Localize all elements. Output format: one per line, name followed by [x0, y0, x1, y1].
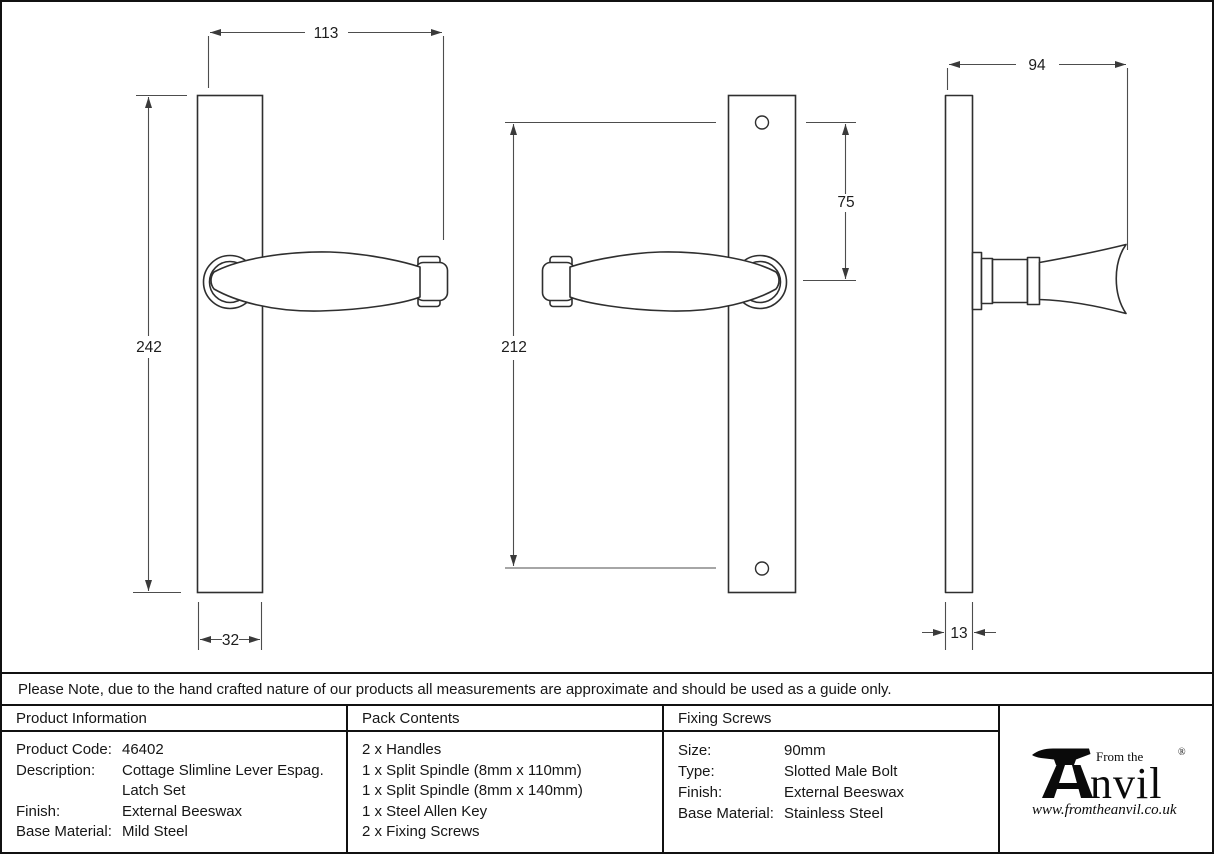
- spec-label: Finish:: [16, 802, 61, 820]
- rose-ring: [971, 251, 983, 311]
- brand-wordmark: nvil: [1090, 759, 1162, 808]
- brand-prefix: From the: [1096, 749, 1144, 764]
- lever-handle: [210, 251, 449, 312]
- from-the-anvil-logo: From the nvil ® www.fromtheanvil.co.uk: [1028, 740, 1200, 820]
- pack-item: 1 x Split Spindle (8mm x 140mm): [362, 782, 583, 799]
- spec-row: Size: 90mm: [678, 740, 998, 761]
- dim-label-113: 113: [314, 25, 339, 42]
- dim-label-32: 32: [222, 632, 239, 649]
- dimension-hole-spacing: 212: [501, 121, 716, 569]
- backplate-edge: [944, 94, 974, 594]
- side-view: [944, 94, 1127, 594]
- dim-label-212: 212: [501, 339, 527, 356]
- dimension-plate-thickness: 13: [922, 602, 996, 650]
- screw-hole-top: [754, 115, 770, 130]
- dimension-plate-width: 32: [197, 602, 263, 650]
- spec-value: External Beeswax: [784, 784, 905, 801]
- backplate: [727, 94, 797, 594]
- technical-drawing-canvas: 113 242 32: [133, 25, 1129, 650]
- dimension-hole-to-handle: 75: [803, 121, 856, 282]
- spec-label: Finish:: [678, 784, 723, 801]
- dimension-projection: 94: [946, 57, 1129, 250]
- rose-ring: [1026, 256, 1041, 306]
- disclaimer-text: Please Note, due to the hand crafted nat…: [18, 680, 892, 698]
- rose-ring: [980, 257, 994, 305]
- rose-barrel: [991, 258, 1029, 304]
- dimension-plate-height: 242: [133, 94, 187, 594]
- spec-value: Latch Set: [122, 782, 186, 799]
- spec-label: Type:: [678, 763, 715, 780]
- spec-label: Base Material:: [678, 805, 774, 822]
- registered-mark: ®: [1178, 747, 1186, 758]
- pack-item: 1 x Steel Allen Key: [362, 802, 488, 820]
- pack-contents-column: Pack Contents 2 x Handles 1 x Split Spin…: [346, 706, 662, 852]
- brand-cell: From the nvil ® www.fromtheanvil.co.uk: [998, 706, 1212, 852]
- dimensions: 113 242 32: [133, 25, 1129, 650]
- lever-profile: [1038, 243, 1127, 315]
- spec-value: Stainless Steel: [784, 805, 884, 822]
- spec-row: Finish: External Beeswax: [678, 782, 998, 803]
- spec-value: Cottage Slimline Lever Espag.: [122, 761, 324, 779]
- pack-contents-header: Pack Contents: [348, 706, 662, 732]
- fixing-screws-column: Fixing Screws Size: 90mm Type: Slotted Mal…: [662, 706, 998, 852]
- spec-label: Base Material:: [16, 823, 112, 840]
- screw-hole-bottom: [754, 561, 770, 576]
- spec-row: Finish: External Beeswax: [16, 802, 346, 823]
- spec-label: Product Code:: [16, 741, 112, 758]
- spec-value: External Beeswax: [122, 802, 243, 820]
- spec-value: 46402: [122, 741, 164, 758]
- back-view: [541, 94, 797, 594]
- pack-item: 2 x Handles: [362, 741, 442, 758]
- spec-value: Mild Steel: [122, 823, 188, 840]
- spec-label: Size:: [678, 742, 712, 759]
- spec-row: Base Material: Stainless Steel: [678, 803, 998, 824]
- dim-label-242: 242: [136, 339, 162, 356]
- front-view: [196, 94, 449, 594]
- fixing-screws-header: Fixing Screws: [664, 706, 998, 732]
- spec-row: Description: Cottage Slimline Lever Espag…: [16, 761, 346, 782]
- spec-label: Description:: [16, 761, 96, 779]
- spec-row: Base Material: Mild Steel: [16, 822, 346, 843]
- dim-label-13: 13: [950, 625, 967, 642]
- dimension-lever-length: 113: [207, 25, 445, 240]
- brand-website: www.fromtheanvil.co.uk: [1032, 802, 1177, 818]
- spec-value: 90mm: [784, 742, 826, 759]
- lever-handle-mirrored: [541, 251, 780, 312]
- product-information-header: Product Information: [2, 706, 346, 732]
- dim-label-75: 75: [837, 194, 854, 211]
- spec-row: Latch Set: [16, 781, 346, 802]
- pack-item: 1 x Split Spindle (8mm x 110mm): [362, 761, 582, 779]
- product-information-column: Product Information Product Code: 46402 D…: [2, 706, 346, 852]
- spec-row: Type: Slotted Male Bolt: [678, 761, 998, 782]
- dim-label-94: 94: [1028, 57, 1046, 74]
- spec-table: Product Information Product Code: 46402 D…: [2, 706, 1212, 852]
- spec-row: Product Code: 46402: [16, 740, 346, 761]
- anvil-logo-icon: [1032, 748, 1093, 798]
- spec-value: Slotted Male Bolt: [784, 763, 898, 780]
- backplate: [196, 94, 264, 594]
- pack-item: 2 x Fixing Screws: [362, 823, 480, 840]
- disclaimer-note: Please Note, due to the hand crafted nat…: [2, 672, 1212, 706]
